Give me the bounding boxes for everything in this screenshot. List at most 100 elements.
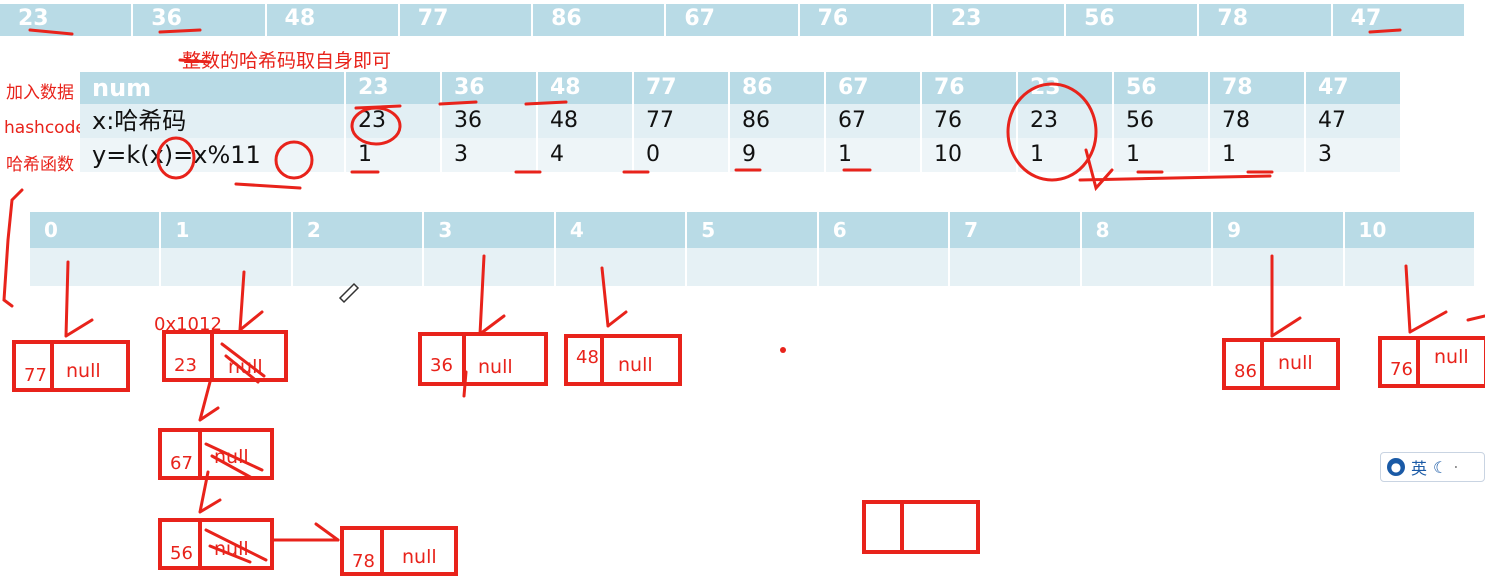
node-next: null — [1278, 352, 1313, 374]
num-cell: 36 — [442, 72, 538, 104]
ime-toolbar[interactable]: ● 英 ☾ ‧ — [1380, 452, 1485, 482]
empty-node — [862, 500, 980, 554]
node-key: 77 — [24, 365, 47, 386]
top-cell: 86 — [533, 4, 667, 36]
bucket-slot — [424, 248, 556, 286]
bucket-index: 0 — [30, 212, 162, 248]
top-cell: 78 — [1199, 4, 1333, 36]
bucket-index: 6 — [819, 212, 951, 248]
y-cell: 1 — [826, 138, 922, 172]
bucket-index: 7 — [950, 212, 1082, 248]
num-cell: 56 — [1114, 72, 1210, 104]
node-key: 23 — [174, 355, 197, 376]
hash-table: num 23 36 48 77 86 67 76 23 56 78 47 x:哈… — [80, 72, 1402, 172]
bucket-slot — [687, 248, 819, 286]
pencil-icon — [338, 282, 360, 304]
node-key: 86 — [1234, 361, 1257, 382]
y-cell: 1 — [1210, 138, 1306, 172]
top-cell: 56 — [1066, 4, 1200, 36]
num-cell: 67 — [826, 72, 922, 104]
top-cell: 76 — [800, 4, 933, 36]
top-data-row: 23 36 48 77 86 67 76 23 56 78 47 — [0, 4, 1466, 36]
bucket-slot — [556, 248, 688, 286]
bucket-slot — [161, 248, 293, 286]
top-cell: 36 — [133, 4, 267, 36]
hash-cell: 67 — [826, 104, 922, 138]
node-key: 78 — [352, 551, 375, 572]
list-node: 23 null — [162, 330, 288, 382]
bucket-index: 10 — [1345, 212, 1476, 248]
node-next: null — [66, 360, 101, 382]
bucket-index: 1 — [161, 212, 293, 248]
row-label-y: y=k(x)=x%11 — [80, 138, 346, 172]
y-cell: 1 — [346, 138, 442, 172]
bucket-index: 3 — [424, 212, 556, 248]
hash-cell: 86 — [730, 104, 826, 138]
y-cell: 1 — [1018, 138, 1114, 172]
hash-cell: 48 — [538, 104, 634, 138]
y-cell: 0 — [634, 138, 730, 172]
num-cell: 48 — [538, 72, 634, 104]
table-row: num 23 36 48 77 86 67 76 23 56 78 47 — [80, 72, 1402, 104]
bucket-index-row: 0 1 2 3 4 5 6 7 8 9 10 — [30, 212, 1476, 248]
bucket-slot — [1213, 248, 1345, 286]
y-cell: 10 — [922, 138, 1018, 172]
bucket-slot — [293, 248, 425, 286]
node-next: null — [228, 356, 263, 378]
bucket-slot-row — [30, 248, 1476, 286]
top-cell: 23 — [933, 4, 1067, 36]
row-label-hash: x:哈希码 — [80, 104, 346, 138]
node-next: null — [214, 538, 249, 560]
list-node: 86 null — [1222, 338, 1340, 390]
node-next: null — [214, 446, 249, 468]
list-node: 77 null — [12, 340, 130, 392]
hash-cell: 47 — [1306, 104, 1402, 138]
node-key: 67 — [170, 453, 193, 474]
y-cell: 4 — [538, 138, 634, 172]
integer-hash-note: 整数的哈希码取自身即可 — [182, 50, 392, 72]
bucket-index: 2 — [293, 212, 425, 248]
y-cell: 1 — [1114, 138, 1210, 172]
user-icon[interactable]: ● — [1387, 458, 1405, 476]
num-cell: 86 — [730, 72, 826, 104]
hash-cell: 36 — [442, 104, 538, 138]
node-key: 36 — [430, 355, 453, 376]
ime-language[interactable]: 英 — [1411, 459, 1428, 478]
address-label-2: 0x1012 — [154, 314, 222, 335]
y-cell: 9 — [730, 138, 826, 172]
row-label-num: num — [80, 72, 346, 104]
top-cell: 48 — [267, 4, 400, 36]
node-key: 56 — [170, 543, 193, 564]
num-cell: 77 — [634, 72, 730, 104]
hash-cell: 56 — [1114, 104, 1210, 138]
top-cell: 67 — [666, 4, 800, 36]
hash-cell: 77 — [634, 104, 730, 138]
node-key: 48 — [576, 347, 599, 368]
y-cell: 3 — [442, 138, 538, 172]
node-next: null — [402, 546, 437, 568]
add-data-label: 加入数据 — [6, 83, 74, 103]
hashcode-label: hashcode — [4, 118, 86, 138]
num-cell: 47 — [1306, 72, 1402, 104]
bucket-slot — [1082, 248, 1214, 286]
list-node: 76 null — [1378, 336, 1485, 388]
hash-cell: 76 — [922, 104, 1018, 138]
list-node: 48 null — [564, 334, 682, 386]
hash-cell: 78 — [1210, 104, 1306, 138]
list-node: 67 null — [158, 428, 274, 480]
hash-function-label: 哈希函数 — [6, 155, 74, 175]
num-cell: 23 — [1018, 72, 1114, 104]
bucket-array: 0 1 2 3 4 5 6 7 8 9 10 — [30, 212, 1476, 286]
num-cell: 76 — [922, 72, 1018, 104]
bucket-index: 9 — [1213, 212, 1345, 248]
node-next: null — [618, 354, 653, 376]
bucket-slot — [950, 248, 1082, 286]
table-row: y=k(x)=x%11 1 3 4 0 9 1 10 1 1 1 3 — [80, 138, 1402, 172]
bucket-index: 5 — [687, 212, 819, 248]
top-cell: 23 — [0, 4, 134, 36]
list-node: 36 null — [418, 332, 548, 386]
moon-icon[interactable]: ☾ — [1433, 457, 1448, 477]
list-node: 56 null — [158, 518, 274, 570]
punctuation-icon[interactable]: ‧ — [1453, 457, 1459, 477]
